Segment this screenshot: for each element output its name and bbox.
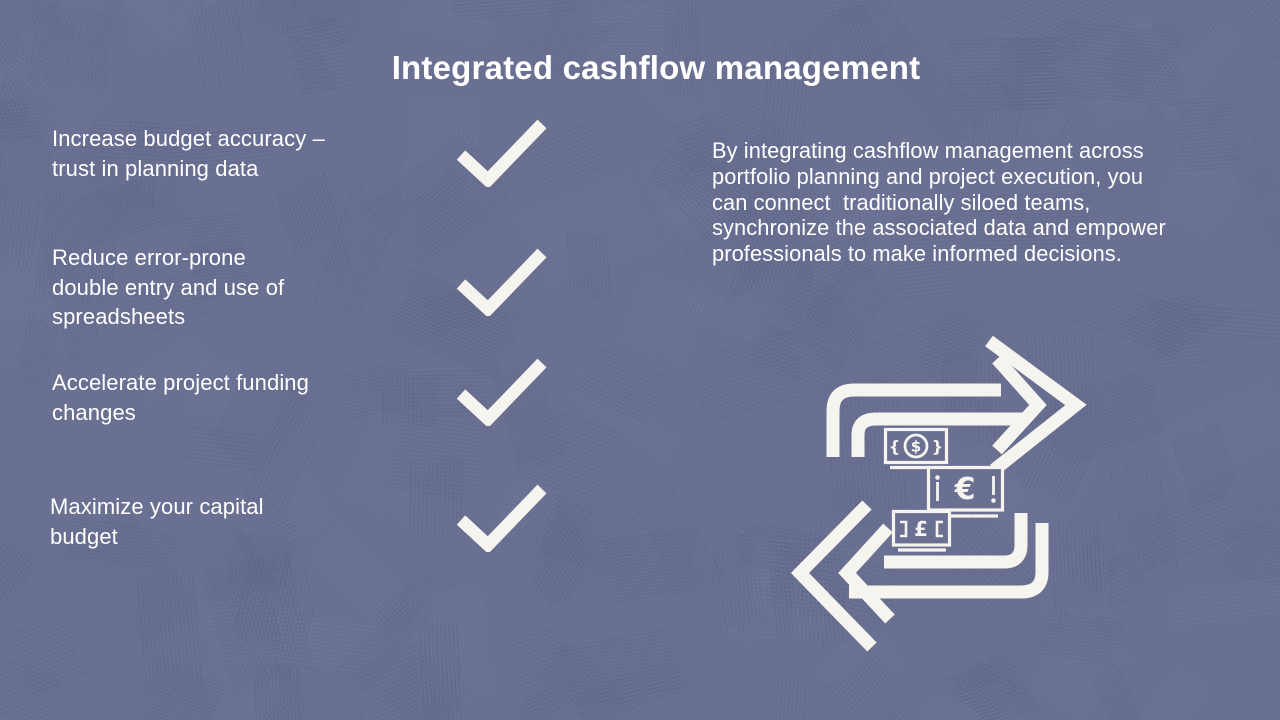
svg-text:£: £ (914, 517, 928, 541)
currency-exchange-icon: $ { } € £ (790, 335, 1087, 652)
bullet-item-funding: Accelerate project funding changes (52, 370, 309, 425)
svg-text:€: € (954, 472, 976, 507)
checkmark-icon (456, 358, 547, 426)
bullet-item-capital-budget: Maximize your capital budget (50, 494, 264, 549)
euro-banknote-icon: € (926, 465, 1005, 518)
arrow-left-icon (790, 500, 1049, 652)
description-paragraph: By integrating cashflow management acros… (712, 138, 1166, 267)
checkmark-icon (456, 248, 547, 316)
svg-text:$: $ (911, 438, 921, 456)
dollar-banknote-icon: $ { } (883, 427, 949, 470)
arrow-right-icon (826, 335, 1087, 476)
checkmark-icon (456, 484, 547, 552)
bullet-item-accuracy: Increase budget accuracy – trust in plan… (52, 126, 325, 181)
pound-banknote-icon: £ (891, 509, 952, 552)
bullet-item-double-entry: Reduce error-prone double entry and use … (52, 245, 285, 329)
svg-text:{: { (889, 437, 900, 456)
page-title: Integrated cashflow management (391, 49, 921, 86)
checkmark-icon (456, 119, 547, 187)
svg-text:}: } (932, 437, 943, 456)
